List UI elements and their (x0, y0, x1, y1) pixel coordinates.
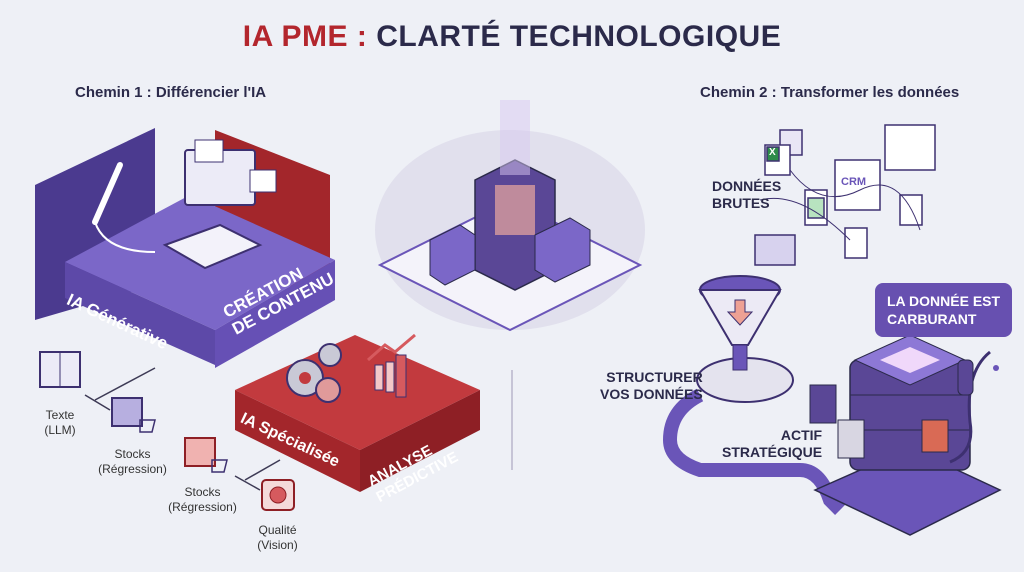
page-title: IA PME : CLARTÉ TECHNOLOGIQUE (242, 20, 782, 53)
crm-label: CRM (841, 176, 867, 188)
camera-icon (261, 479, 295, 511)
pipeline-path (662, 388, 845, 515)
box-cart-icon-red (184, 437, 228, 473)
box-cart-icon (111, 397, 156, 433)
caption-stocks-2: Stocks(Régression) (168, 485, 237, 514)
fuel-pump-icon (949, 350, 999, 464)
caption-stocks-1: Stocks(Régression) (98, 447, 167, 476)
left-heading: Chemin 1 : Différencier l'IA (75, 84, 267, 101)
gears-icon (286, 343, 342, 403)
caption-text-llm: Texte(LLM) (44, 408, 76, 437)
excel-icon: X (769, 147, 776, 158)
computer-icon (162, 139, 277, 270)
connector-lines (84, 367, 281, 491)
bar-chart-icon (367, 333, 416, 398)
server-stack (809, 334, 1002, 536)
funnel-icon (696, 275, 794, 403)
city-illustration (375, 100, 645, 332)
caption-quality-vision: Qualité(Vision) (257, 523, 298, 552)
right-heading: Chemin 2 : Transformer les données (700, 84, 960, 101)
pen-icon (92, 162, 156, 253)
raw-data-documents (754, 124, 936, 266)
book-icon (39, 351, 81, 388)
